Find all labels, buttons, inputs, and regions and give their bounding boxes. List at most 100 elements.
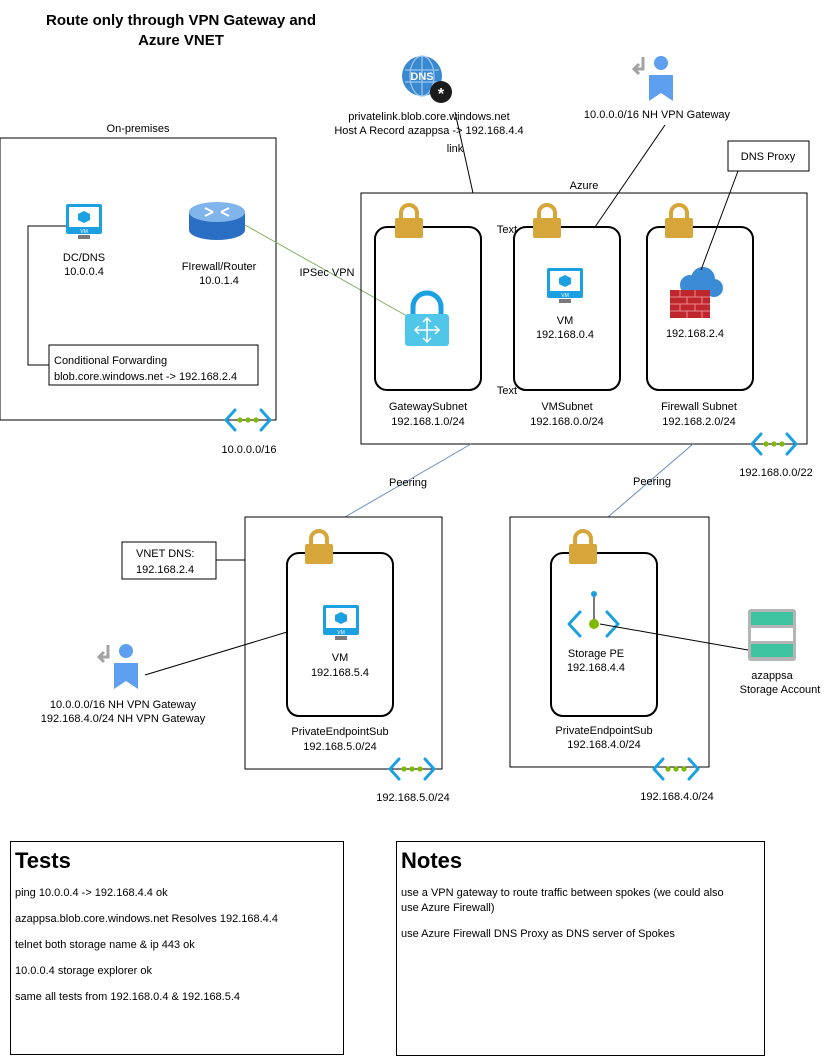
peering-right-label: Peering bbox=[633, 476, 671, 488]
spoke1-cidr: 192.168.5.0/24 bbox=[376, 792, 449, 804]
conditional-forwarding-box bbox=[48, 344, 259, 386]
dns-zone-record: Host A Record azappsa -> 192.168.4.4 bbox=[334, 125, 523, 137]
test-item: telnet both storage name & ip 443 ok bbox=[15, 939, 195, 951]
azure-label: Azure bbox=[570, 180, 599, 192]
vm-subnet-box bbox=[513, 226, 621, 391]
spoke1-route-2: 192.168.4.0/24 NH VPN Gateway bbox=[41, 713, 206, 725]
conditional-forwarding-rule: blob.core.windows.net -> 192.168.2.4 bbox=[54, 371, 237, 383]
test-item: same all tests from 192.168.0.4 & 192.16… bbox=[15, 991, 241, 1003]
dns-zone-name: privatelink.blob.core.windows.net bbox=[348, 111, 509, 123]
dc-ip: 10.0.0.4 bbox=[64, 266, 104, 278]
vm-icon bbox=[547, 268, 583, 303]
dns-proxy-box bbox=[727, 140, 810, 172]
onprem-label: On-premises bbox=[107, 123, 170, 135]
azure-hub-box bbox=[360, 192, 808, 445]
gateway-subnet-name: GatewaySubnet bbox=[389, 401, 467, 413]
peering-left-label: Peering bbox=[389, 477, 427, 489]
spoke1-route-line bbox=[144, 631, 288, 676]
storage-account-name: azappsa bbox=[751, 670, 793, 682]
note-2: use Azure Firewall DNS Proxy as DNS serv… bbox=[401, 928, 675, 940]
spoke2-subnet-box bbox=[550, 552, 658, 717]
note-1-line2: use Azure Firewall) bbox=[401, 902, 495, 914]
lock-icon bbox=[567, 529, 599, 566]
fw-router-name: FIrewall/Router bbox=[182, 261, 257, 273]
vnet-dns-ip: 192.168.2.4 bbox=[136, 564, 194, 576]
vnet-dns-box bbox=[121, 541, 217, 580]
hub-vm-label: VM bbox=[557, 315, 574, 327]
test-item: ping 10.0.0.4 -> 192.168.4.4 ok bbox=[15, 887, 168, 899]
spoke1-subnet-box bbox=[286, 552, 394, 717]
route-table-icon bbox=[632, 54, 675, 103]
hub-firewall-ip: 192.168.2.4 bbox=[666, 328, 724, 340]
dns-zone-icon: DNS * bbox=[402, 55, 452, 103]
vm-subnet-cidr: 192.168.0.0/24 bbox=[530, 416, 603, 428]
storage-pe-ip: 192.168.4.4 bbox=[567, 662, 625, 674]
storage-account-icon bbox=[748, 609, 796, 661]
diagram-title-line1: Route only through VPN Gateway and bbox=[46, 12, 316, 29]
fw-router-ip: 10.0.1.4 bbox=[199, 275, 239, 287]
peering-right-line bbox=[607, 443, 694, 518]
spoke2-vnet-box bbox=[509, 516, 710, 768]
firewall-subnet-box bbox=[646, 226, 754, 391]
vm-subnet-name: VMSubnet bbox=[541, 401, 592, 413]
vnet-icon bbox=[652, 757, 700, 781]
lock-icon bbox=[303, 529, 335, 566]
notes-heading: Notes bbox=[401, 848, 463, 873]
vnet-dns-title: VNET DNS: bbox=[136, 548, 194, 560]
text-label-top: Text bbox=[497, 224, 517, 236]
spoke1-vnet-box bbox=[244, 516, 443, 770]
test-item: 10.0.0.4 storage explorer ok bbox=[15, 965, 152, 977]
spoke1-subnet-cidr: 192.168.5.0/24 bbox=[303, 741, 376, 753]
dc-connector-line bbox=[27, 225, 66, 366]
onprem-box bbox=[0, 137, 277, 421]
spoke2-subnet-cidr: 192.168.4.0/24 bbox=[567, 739, 640, 751]
dns-link-label: link bbox=[447, 143, 464, 155]
text-label-bottom: Text bbox=[497, 385, 517, 397]
spoke1-vm-ip: 192.168.5.4 bbox=[311, 667, 369, 679]
test-item: azappsa.blob.core.windows.net Resolves 1… bbox=[15, 913, 278, 925]
svg-text:DNS: DNS bbox=[410, 71, 433, 83]
hub-vm-ip: 192.168.0.4 bbox=[536, 329, 594, 341]
spoke1-subnet-name: PrivateEndpointSub bbox=[291, 726, 388, 738]
spoke1-route-1: 10.0.0.0/16 NH VPN Gateway bbox=[50, 699, 197, 711]
conditional-forwarding-title: Conditional Forwarding bbox=[54, 355, 167, 367]
router-icon bbox=[189, 202, 245, 240]
spoke2-subnet-name: PrivateEndpointSub bbox=[555, 725, 652, 737]
storage-account-type: Storage Account bbox=[740, 684, 821, 696]
route-top-line bbox=[594, 124, 666, 228]
spoke1-vm-label: VM bbox=[332, 652, 349, 664]
gateway-subnet-box bbox=[374, 226, 482, 391]
vm-icon bbox=[323, 605, 359, 640]
spoke2-cidr: 192.168.4.0/24 bbox=[640, 791, 713, 803]
dc-name: DC/DNS bbox=[63, 252, 105, 264]
firewall-subnet-name: Firewall Subnet bbox=[661, 401, 737, 413]
note-1-line1: use a VPN gateway to route traffic betwe… bbox=[401, 887, 724, 899]
lock-icon bbox=[531, 203, 563, 240]
diagram-title-line2: Azure VNET bbox=[138, 32, 224, 49]
private-endpoint-icon bbox=[567, 591, 620, 638]
peering-left-line bbox=[344, 443, 472, 518]
ipsec-vpn-line bbox=[244, 224, 408, 317]
dns-proxy-line bbox=[700, 170, 739, 271]
storage-pe-label: Storage PE bbox=[568, 648, 624, 660]
route-table-icon bbox=[97, 642, 140, 691]
firewall-subnet-cidr: 192.168.2.0/24 bbox=[662, 416, 735, 428]
lock-icon bbox=[393, 203, 425, 240]
storage-link-line bbox=[599, 623, 749, 651]
svg-text:*: * bbox=[438, 86, 445, 103]
dns-link-line bbox=[454, 111, 474, 194]
firewall-icon bbox=[670, 267, 723, 318]
onprem-cidr: 10.0.0.0/16 bbox=[221, 444, 276, 456]
azure-cidr: 192.168.0.0/22 bbox=[739, 467, 812, 479]
tests-heading: Tests bbox=[15, 848, 71, 873]
tests-panel: Tests ping 10.0.0.4 -> 192.168.4.4 ok az… bbox=[10, 841, 344, 1055]
ipsec-vpn-label: IPSec VPN bbox=[299, 267, 354, 279]
vpn-gateway-icon bbox=[405, 290, 449, 346]
route-top-label: 10.0.0.0/16 NH VPN Gateway bbox=[584, 109, 731, 121]
notes-panel: Notes use a VPN gateway to route traffic… bbox=[396, 841, 765, 1056]
dns-proxy-label: DNS Proxy bbox=[741, 151, 796, 163]
vm-icon bbox=[66, 204, 102, 239]
gateway-subnet-cidr: 192.168.1.0/24 bbox=[391, 416, 464, 428]
lock-icon bbox=[663, 203, 695, 240]
